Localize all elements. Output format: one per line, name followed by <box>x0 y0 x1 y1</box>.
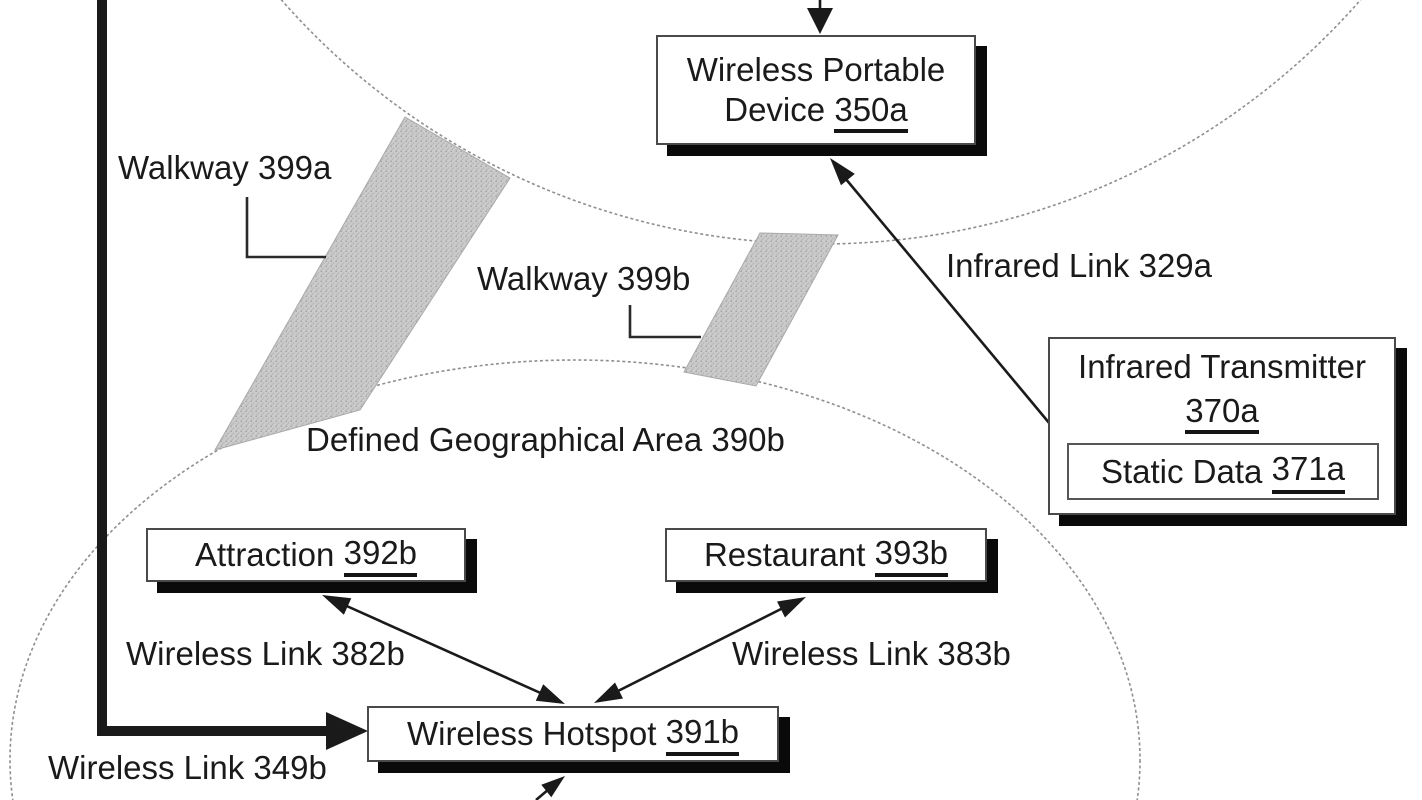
wireless-link-383b-label: Wireless Link 383b <box>732 635 1011 672</box>
infrared-link-329a-label: Infrared Link 329a <box>946 247 1213 284</box>
walkway-399b-band <box>683 232 839 387</box>
ref-370a: 370a <box>1185 391 1259 434</box>
wireless-link-383b-line <box>615 606 784 694</box>
infrared-link-329a-arrowhead <box>830 158 855 186</box>
walkway-399b-leader-line <box>628 305 701 339</box>
ref-391b: 391b <box>665 712 740 757</box>
ref-392b: 392b <box>343 533 418 578</box>
top-incoming-arrowhead <box>807 8 833 34</box>
wireless-link-382b-line <box>339 601 546 697</box>
infrared-link-329a-line <box>844 177 1051 425</box>
ref-371a: 371a <box>1271 449 1346 494</box>
ref-350a: 350a <box>834 91 908 133</box>
walkway-399b-label: Walkway 399b <box>477 260 691 297</box>
wireless-link-349b-arrowhead <box>326 712 368 750</box>
defined-geographical-area-390b-ellipse <box>9 359 1141 800</box>
wireless-link-349b-line <box>97 0 328 736</box>
walkway-399a-label: Walkway 399a <box>118 149 332 186</box>
wireless-link-349b-label: Wireless Link 349b <box>48 749 327 786</box>
wireless-link-383b-arrowhead-hotspot <box>594 682 623 703</box>
wireless-link-382b-arrowhead-attraction <box>322 595 352 615</box>
wireless-link-382b-label: Wireless Link 382b <box>126 635 405 672</box>
walkway-399a-band <box>213 116 511 451</box>
wireless-portable-device-line1: Wireless Portable <box>686 51 946 89</box>
bottom-incoming-arrowhead <box>541 776 565 798</box>
wireless-link-383b-arrowhead-restaurant <box>777 597 806 618</box>
infrared-transmitter-title: Infrared Transmitter 370a <box>1050 345 1394 434</box>
ref-393b: 393b <box>874 533 949 578</box>
defined-geographical-area-390b-label: Defined Geographical Area 390b <box>306 421 785 458</box>
walkway-399a-leader-line <box>245 197 326 259</box>
wireless-link-382b-arrowhead-hotspot <box>535 684 565 704</box>
